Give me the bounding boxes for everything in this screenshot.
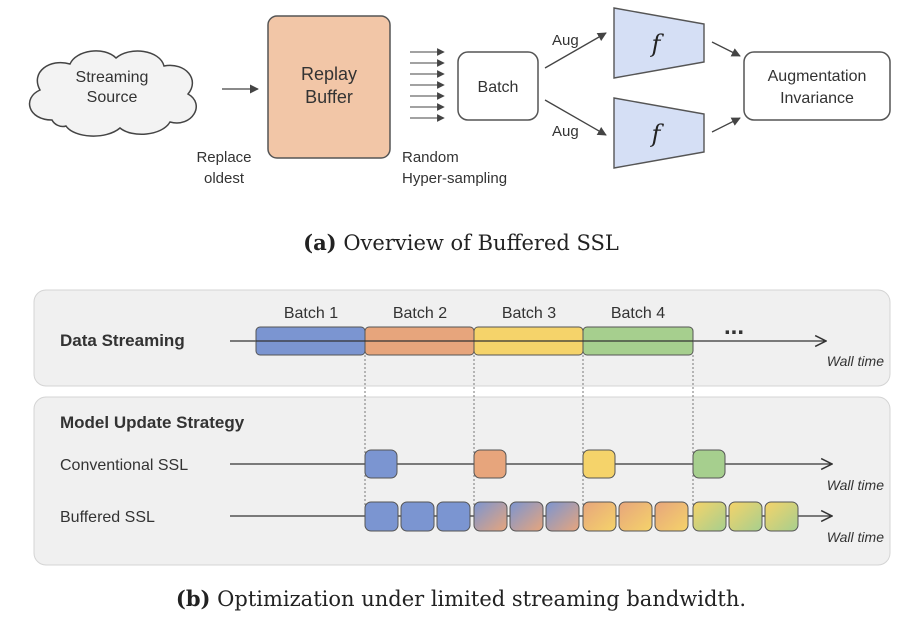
encoder-top bbox=[613, 7, 705, 79]
caption-b-bold: (b) bbox=[176, 586, 211, 611]
batch-1-label: Batch 1 bbox=[284, 305, 338, 322]
replace-label-2: oldest bbox=[204, 170, 245, 187]
buffered-update-2 bbox=[400, 501, 435, 532]
batch-2-label: Batch 2 bbox=[393, 305, 447, 322]
sampling-arrows bbox=[410, 48, 445, 122]
ellipsis: ... bbox=[724, 313, 744, 340]
wall-time-label-3: Wall time bbox=[827, 529, 885, 545]
batch-3-label: Batch 3 bbox=[502, 305, 556, 322]
conventional-update-2 bbox=[473, 449, 507, 479]
streaming-source-cloud: Streaming Source bbox=[28, 50, 197, 137]
invariance-label-2: Invariance bbox=[780, 90, 854, 107]
buffered-update-9 bbox=[654, 501, 689, 532]
conventional-ssl-label: Conventional SSL bbox=[60, 457, 188, 474]
batch-box bbox=[457, 51, 539, 121]
sampling-label-2: Hyper-sampling bbox=[402, 170, 507, 187]
buffered-update-12 bbox=[764, 501, 799, 532]
aug-top-label: Aug bbox=[552, 32, 579, 49]
wall-time-label-2: Wall time bbox=[827, 477, 885, 493]
encoder-bottom bbox=[613, 97, 705, 169]
data-streaming-label: Data Streaming bbox=[60, 331, 185, 350]
caption-a-text: Overview of Buffered SSL bbox=[343, 231, 619, 255]
augmentation-invariance-box bbox=[743, 51, 891, 121]
buffered-update-10 bbox=[692, 501, 727, 532]
buffered-update-11 bbox=[728, 501, 763, 532]
buffered-update-7 bbox=[582, 501, 617, 532]
source-label-2: Source bbox=[87, 89, 138, 106]
sampling-label-1: Random bbox=[402, 149, 459, 166]
encoder-bottom-to-invariance-arrow bbox=[711, 117, 741, 133]
aug-top-arrow bbox=[544, 32, 607, 69]
buffered-update-1 bbox=[364, 501, 399, 532]
caption-a-bold: (a) bbox=[303, 230, 336, 255]
encoder-top-to-invariance-arrow bbox=[711, 41, 741, 57]
strategy-title: Model Update Strategy bbox=[60, 413, 245, 432]
caption-b-text: Optimization under limited streaming ban… bbox=[217, 587, 746, 611]
replace-label-1: Replace bbox=[196, 149, 251, 166]
buffer-label-1: Replay bbox=[301, 64, 357, 84]
aug-bottom-label: Aug bbox=[552, 123, 579, 140]
buffered-update-8 bbox=[618, 501, 653, 532]
batch-label: Batch bbox=[478, 79, 519, 96]
conventional-update-4 bbox=[692, 449, 726, 479]
batch-4-label: Batch 4 bbox=[611, 305, 665, 322]
conventional-update-1 bbox=[364, 449, 398, 479]
invariance-label-1: Augmentation bbox=[768, 68, 867, 85]
buffered-ssl-label: Buffered SSL bbox=[60, 509, 155, 526]
buffer-label-2: Buffer bbox=[305, 87, 353, 107]
batch-boundary-guides bbox=[364, 355, 694, 515]
replay-buffer-box bbox=[267, 15, 391, 159]
buffered-update-6 bbox=[545, 501, 580, 532]
source-label-1: Streaming bbox=[76, 69, 149, 86]
buffered-update-3 bbox=[436, 501, 471, 532]
aug-bottom-arrow bbox=[544, 99, 607, 136]
wall-time-label-1: Wall time bbox=[827, 353, 885, 369]
buffered-update-5 bbox=[509, 501, 544, 532]
conventional-update-3 bbox=[582, 449, 616, 479]
buffered-update-4 bbox=[473, 501, 508, 532]
buffered-updates bbox=[364, 501, 799, 532]
caption-a: (a) Overview of Buffered SSL bbox=[303, 230, 619, 255]
caption-b: (b) Optimization under limited streaming… bbox=[176, 586, 746, 611]
